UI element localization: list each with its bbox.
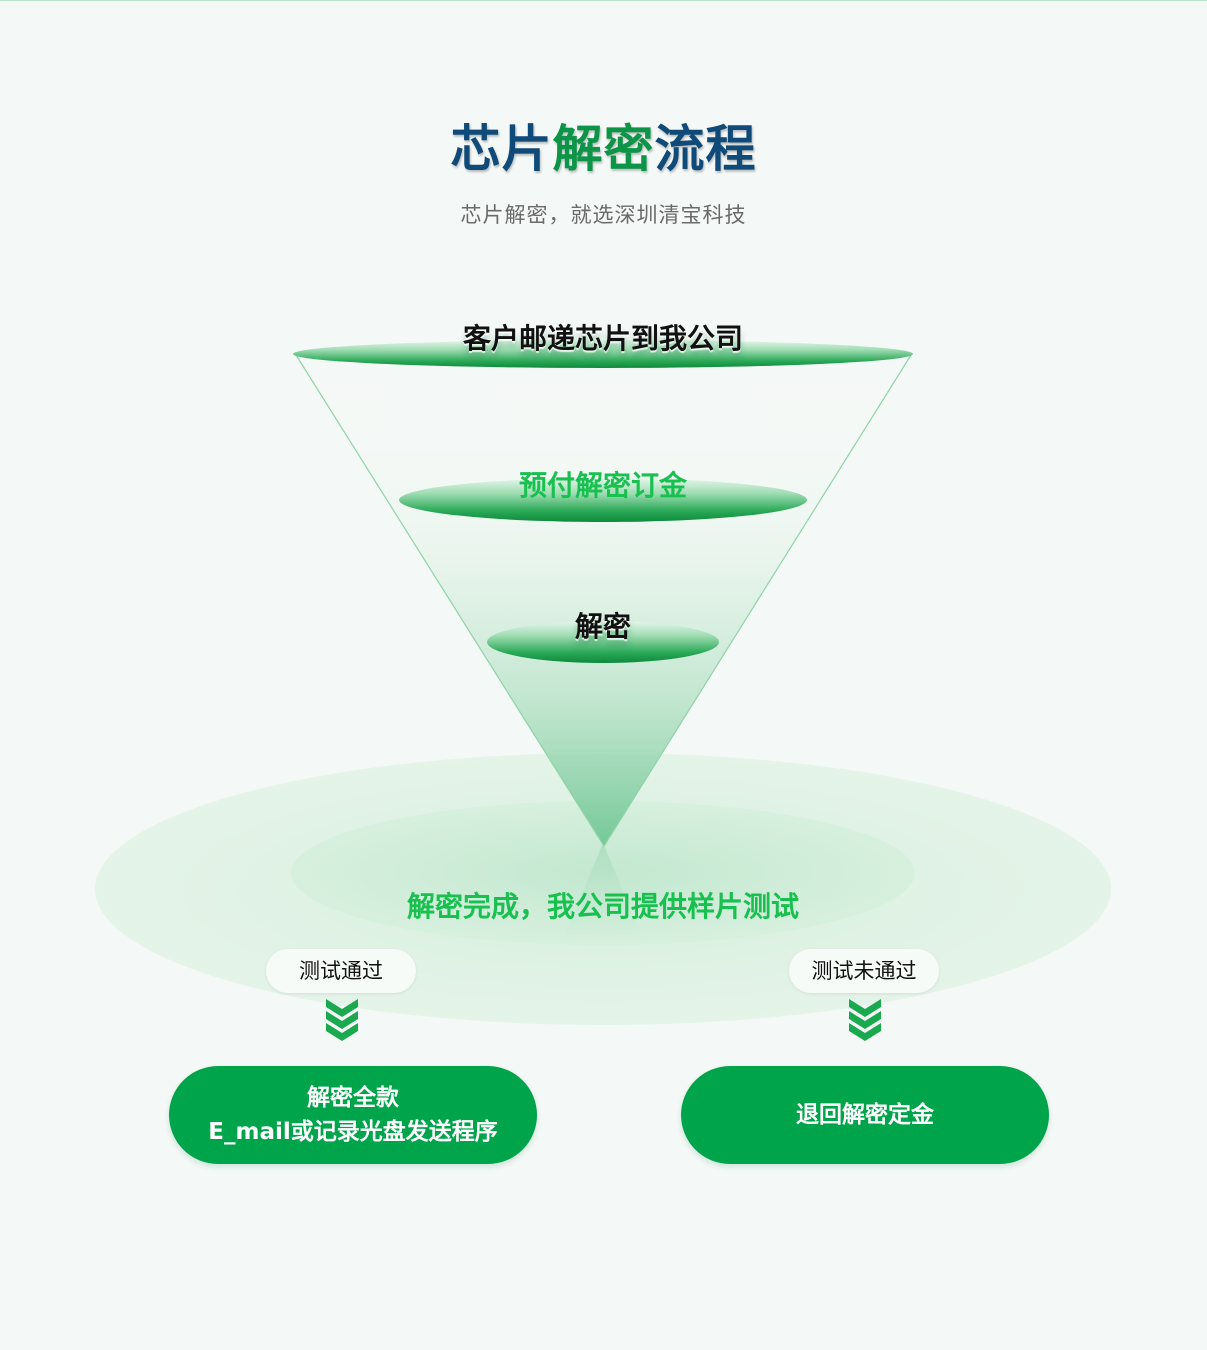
step-disc-1 bbox=[293, 340, 913, 368]
page-title: 芯片解密流程 bbox=[0, 109, 1207, 181]
title-part-decrypt: 解密 bbox=[552, 120, 655, 178]
action-full-payment-line1: 解密全款 bbox=[307, 1085, 399, 1111]
funnel-edge-right bbox=[603, 354, 912, 847]
action-refund-deposit: 退回解密定金 bbox=[681, 1066, 1049, 1164]
title-part-process: 流程 bbox=[654, 120, 757, 178]
page-subtitle: 芯片解密，就选深圳清宝科技 bbox=[460, 203, 747, 227]
action-full-payment-line2: E_mail或记录光盘发送程序 bbox=[208, 1119, 498, 1145]
chevron-down-icon bbox=[326, 999, 358, 1041]
funnel-cone bbox=[296, 355, 911, 846]
step-label-decrypt: 解密 bbox=[574, 610, 631, 643]
chevron-down-icon bbox=[849, 999, 881, 1041]
title-part-chip: 芯片 bbox=[450, 120, 553, 178]
action-full-payment: 解密全款 E_mail或记录光盘发送程序 bbox=[169, 1066, 537, 1164]
step-disc-3 bbox=[487, 621, 719, 663]
badge-test-failed: 测试未通过 bbox=[789, 949, 939, 993]
light-beam bbox=[560, 843, 646, 946]
badge-test-passed: 测试通过 bbox=[266, 949, 416, 993]
action-refund-deposit-label: 退回解密定金 bbox=[796, 1102, 934, 1128]
result-label: 解密完成，我公司提供样片测试 bbox=[406, 890, 799, 923]
step-label-prepay-deposit: 预付解密订金 bbox=[518, 469, 687, 502]
funnel-edge-left bbox=[295, 354, 605, 847]
step-label-mail-chip: 客户邮递芯片到我公司 bbox=[462, 322, 743, 355]
step-disc-2 bbox=[399, 478, 807, 522]
